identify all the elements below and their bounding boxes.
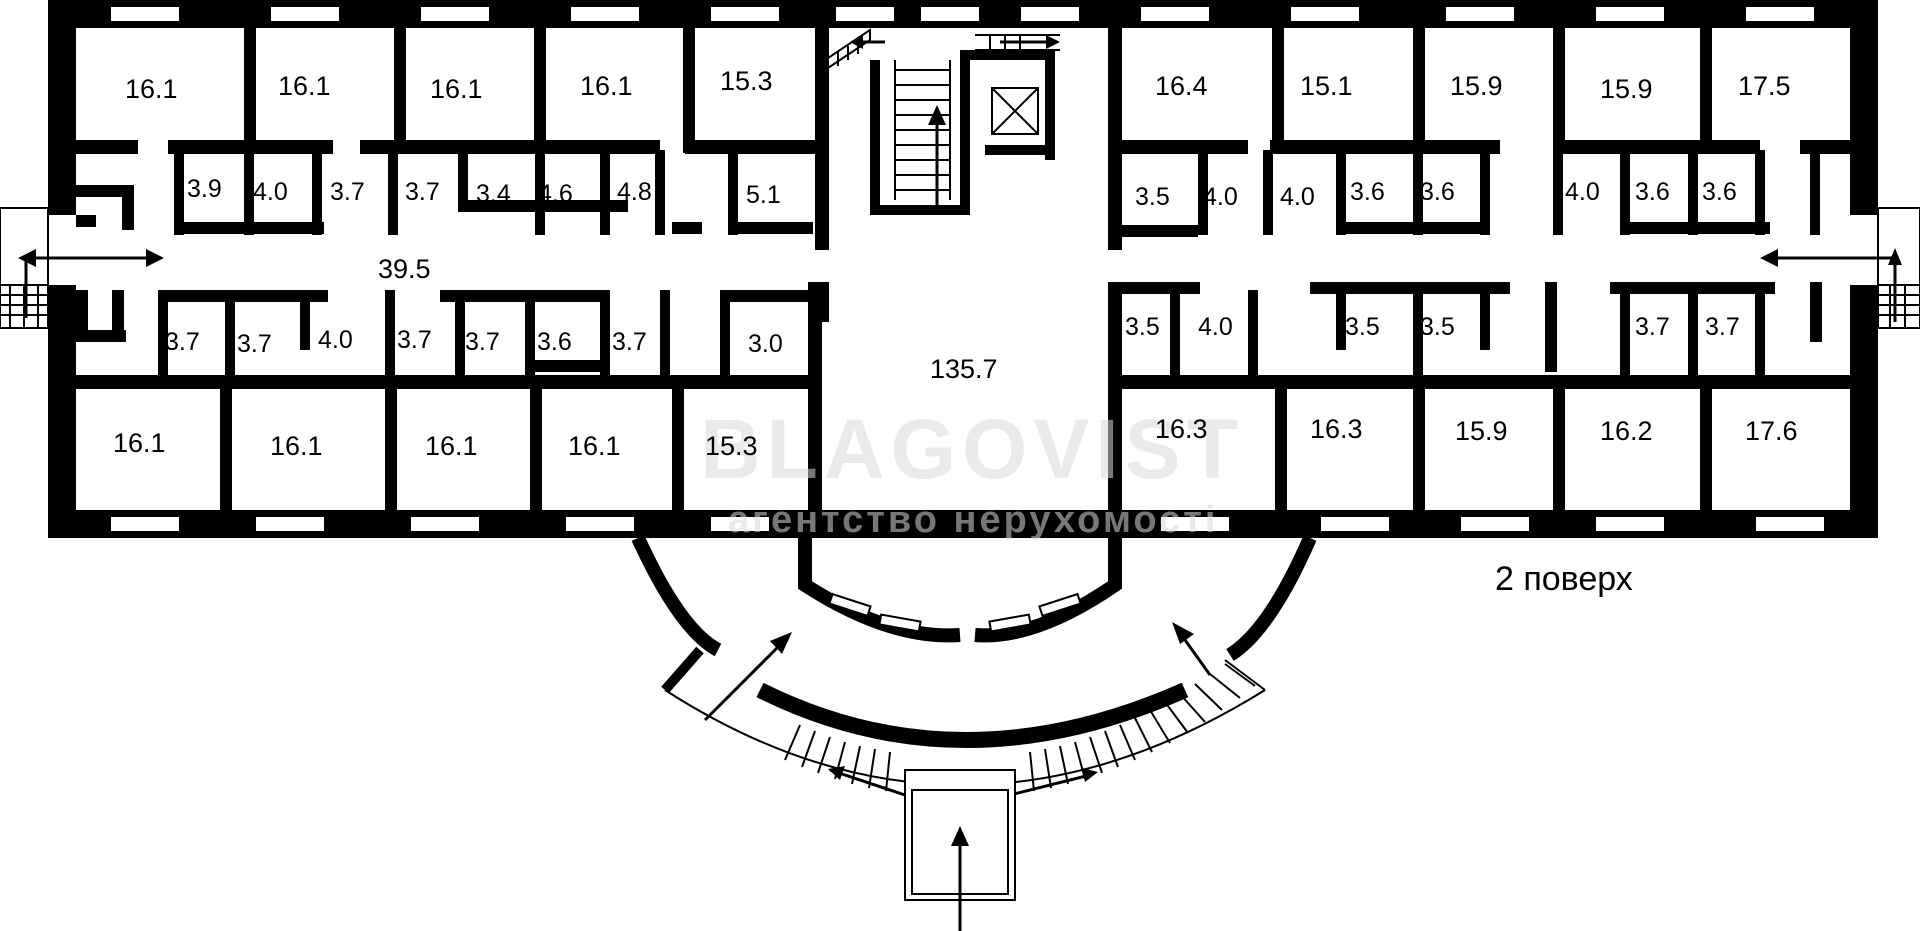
- top-right-walls: [1108, 28, 1850, 237]
- room-area: 3.5: [1125, 313, 1160, 341]
- right-entrance-arrow-icon: [1760, 248, 1902, 322]
- room-area: 3.6: [1420, 178, 1455, 206]
- room-area: 4.0: [253, 178, 288, 206]
- room-area: 5.1: [746, 181, 781, 209]
- room-area: 15.3: [705, 431, 758, 461]
- room-area: 15.9: [1600, 74, 1653, 104]
- stair-treads: [894, 60, 951, 200]
- room-area: 15.9: [1455, 416, 1508, 446]
- top-stair-right: [975, 34, 1060, 51]
- room-area: 4.8: [617, 178, 652, 206]
- outer-walls: [48, 0, 1878, 538]
- bottom-right-walls: [1108, 282, 1850, 527]
- stair-core: [815, 28, 1122, 322]
- front-rotunda: [631, 535, 1317, 786]
- stair-arrow-icon: [928, 105, 946, 205]
- room-area: 16.1: [113, 428, 166, 458]
- top-left-walls: [48, 28, 815, 235]
- room-area: 3.7: [397, 326, 432, 354]
- top-stair-left: [827, 28, 885, 70]
- room-area: 3.7: [237, 330, 272, 358]
- small-labels-top-left: 3.9 4.0 3.7 3.7 3.4 4.6 4.8 5.1: [187, 175, 781, 209]
- corridor-area: 39.5: [378, 254, 431, 284]
- room-area: 3.5: [1420, 313, 1455, 341]
- room-area: 4.0: [1203, 183, 1238, 211]
- room-labels-bottom-left: 16.1 16.1 16.1 16.1 15.3: [113, 428, 758, 461]
- room-area: 15.3: [720, 66, 773, 96]
- small-labels-bottom-right: 3.5 4.0 3.5 3.5 3.7 3.7: [1125, 313, 1740, 341]
- room-area: 16.1: [270, 431, 323, 461]
- left-entrance-arrow-icon: [18, 249, 164, 318]
- room-area: 3.6: [1702, 178, 1737, 206]
- room-area: 16.1: [278, 71, 331, 101]
- room-area: 3.7: [612, 328, 647, 356]
- room-area: 16.2: [1600, 416, 1653, 446]
- room-area: 3.6: [537, 328, 572, 356]
- room-area: 3.7: [165, 328, 200, 356]
- room-area: 3.7: [330, 178, 365, 206]
- room-area: 4.6: [538, 180, 573, 208]
- room-area: 16.3: [1310, 414, 1363, 444]
- room-area: 3.7: [465, 328, 500, 356]
- rotunda-arrows: [703, 622, 1212, 797]
- watermark-tagline: агентство нерухомості: [728, 499, 1218, 541]
- room-area: 3.9: [187, 175, 222, 203]
- room-area: 16.3: [1155, 414, 1208, 444]
- top-windows: [109, 5, 1816, 23]
- floor-label: 2 поверх: [1495, 560, 1633, 598]
- bottom-windows: [109, 515, 1826, 533]
- room-area: 17.5: [1738, 71, 1791, 101]
- room-area: 16.1: [568, 431, 621, 461]
- rotunda-stair-treads: [784, 663, 1256, 792]
- room-area: 3.7: [1705, 313, 1740, 341]
- room-area: 3.5: [1345, 313, 1380, 341]
- bottom-left-walls: [48, 282, 822, 527]
- room-area: 4.0: [1565, 178, 1600, 206]
- room-area: 16.1: [125, 74, 178, 104]
- room-area: 16.1: [430, 74, 483, 104]
- room-area: 3.0: [748, 330, 783, 358]
- small-labels-bottom-left: 3.7 3.7 4.0 3.7 3.7 3.6 3.7 3.0: [165, 326, 783, 358]
- room-area: 4.0: [1198, 313, 1233, 341]
- room-area: 4.0: [1280, 183, 1315, 211]
- room-area: 3.6: [1635, 178, 1670, 206]
- hall-area: 135.7: [930, 354, 998, 384]
- room-area: 15.9: [1450, 71, 1503, 101]
- room-labels-bottom-right: 16.3 16.3 15.9 16.2 17.6: [1155, 414, 1798, 446]
- room-area: 3.7: [405, 178, 440, 206]
- room-labels-top-left: 16.1 16.1 16.1 16.1 15.3: [125, 66, 773, 104]
- left-entrance-stair: [0, 207, 49, 329]
- room-area: 3.7: [1635, 313, 1670, 341]
- room-area: 15.1: [1300, 71, 1353, 101]
- room-area: 3.5: [1135, 183, 1170, 211]
- elevator-icon: [991, 87, 1039, 135]
- entrance-arrow-icon: [951, 826, 969, 931]
- room-area: 16.1: [580, 71, 633, 101]
- room-area: 16.1: [425, 431, 478, 461]
- room-area: 3.4: [476, 180, 511, 208]
- room-area: 3.6: [1350, 178, 1385, 206]
- room-area: 17.6: [1745, 416, 1798, 446]
- room-area: 16.4: [1155, 71, 1208, 101]
- watermark-brand: BLAGOVIST: [700, 402, 1244, 496]
- room-labels-top-right: 16.4 15.1 15.9 15.9 17.5: [1155, 71, 1791, 104]
- watermark: BLAGOVIST агентство нерухомості: [700, 402, 1244, 541]
- right-entrance-stair: [1877, 207, 1920, 329]
- small-labels-top-right: 3.5 4.0 4.0 3.6 3.6 4.0 3.6 3.6: [1135, 178, 1737, 211]
- room-area: 4.0: [318, 326, 353, 354]
